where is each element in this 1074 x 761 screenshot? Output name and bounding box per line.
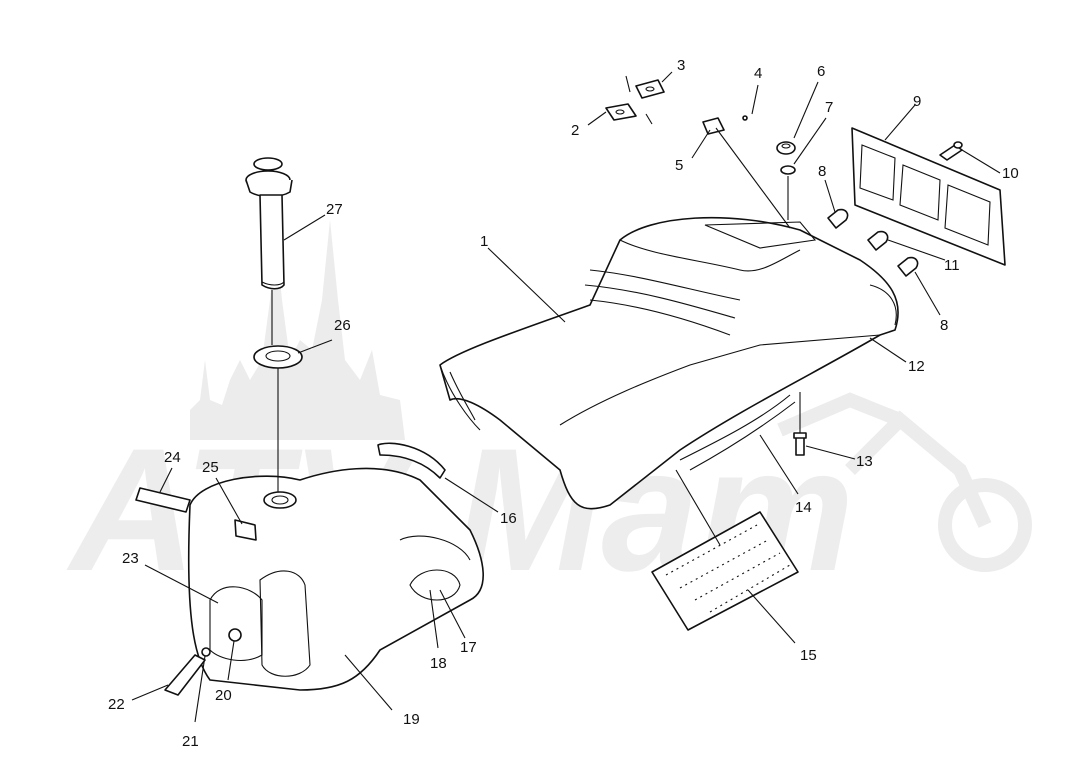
foam-pad-15 xyxy=(651,511,799,631)
callout-23: 23 xyxy=(122,550,139,567)
vent-tube-24 xyxy=(135,487,191,513)
callout-26: 26 xyxy=(334,317,351,334)
fuel-tank xyxy=(135,442,484,696)
grommet-2 xyxy=(605,103,637,121)
callout-24: 24 xyxy=(164,449,181,466)
nut-6 xyxy=(776,141,796,155)
watermark-motorcycle xyxy=(777,392,1032,572)
callout-13: 13 xyxy=(856,453,873,470)
callout-10: 10 xyxy=(1002,165,1019,182)
callout-5: 5 xyxy=(675,157,683,174)
screw-13 xyxy=(793,432,807,456)
screw-4 xyxy=(742,115,748,121)
callout-16: 16 xyxy=(500,510,517,527)
leader-lines xyxy=(131,71,1001,723)
bulb-8a xyxy=(827,208,849,229)
screw-10 xyxy=(939,141,963,161)
callout-8b: 8 xyxy=(940,317,948,334)
callout-22: 22 xyxy=(108,696,125,713)
callout-20: 20 xyxy=(215,687,232,704)
callout-4: 4 xyxy=(754,65,762,82)
plate-5 xyxy=(702,117,725,135)
callout-11: 11 xyxy=(944,257,960,274)
fitting-25 xyxy=(234,519,257,541)
seat-body xyxy=(439,216,899,510)
callouts: 1 2 3 4 5 6 7 8 8 9 10 11 12 13 14 15 16… xyxy=(108,57,1019,750)
bulb-11 xyxy=(867,230,889,251)
bulb-8b xyxy=(897,256,919,277)
callout-17: 17 xyxy=(460,639,477,656)
callout-18: 18 xyxy=(430,655,447,672)
callout-9: 9 xyxy=(913,93,921,110)
callout-27: 27 xyxy=(326,201,343,218)
callout-25: 25 xyxy=(202,459,219,476)
strap-16 xyxy=(377,442,446,479)
taillight-lens-9 xyxy=(851,127,1006,266)
fuel-cap-27 xyxy=(245,157,293,290)
callout-1: 1 xyxy=(480,233,488,250)
callout-8a: 8 xyxy=(818,163,826,180)
callout-14: 14 xyxy=(795,499,812,516)
callout-7: 7 xyxy=(825,99,833,116)
callout-21: 21 xyxy=(182,733,199,750)
callout-12: 12 xyxy=(908,358,925,375)
callout-15: 15 xyxy=(800,647,817,664)
callout-2: 2 xyxy=(571,122,579,139)
washer-7 xyxy=(780,165,796,175)
grommet-26 xyxy=(253,345,303,369)
callout-19: 19 xyxy=(403,711,420,728)
callout-6: 6 xyxy=(817,63,825,80)
grommet-3 xyxy=(625,75,665,125)
watermark-skyline xyxy=(190,220,405,440)
callout-3: 3 xyxy=(677,57,685,74)
seat-assembly xyxy=(439,216,899,510)
